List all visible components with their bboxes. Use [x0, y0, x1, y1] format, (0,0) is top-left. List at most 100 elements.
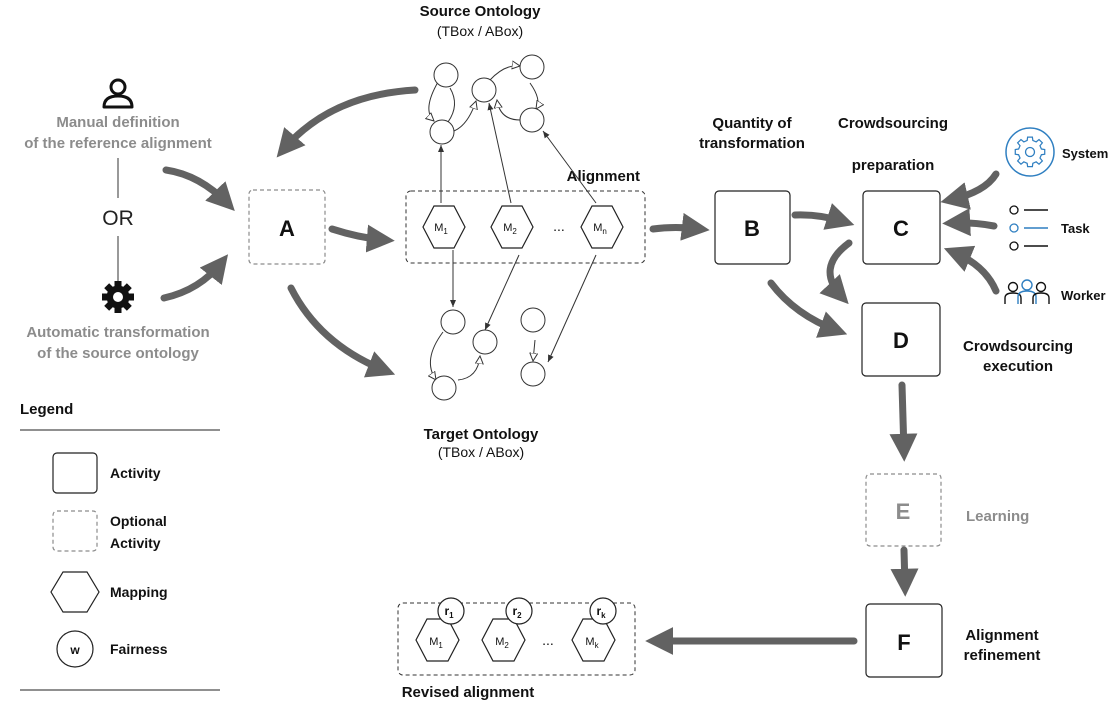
learning-label: Learning: [966, 508, 1029, 525]
crowd-exec-label-line1: Crowdsourcing: [963, 338, 1073, 355]
mapping-m2[interactable]: M2: [490, 205, 534, 249]
arrow-a-to-alignment: [328, 224, 395, 253]
mapping-m1-sub: 1: [443, 227, 448, 236]
source-ontology-graph: [429, 54, 545, 145]
source-node: [433, 62, 459, 88]
target-ontology-title: Target Ontology: [424, 426, 539, 443]
target-ontology-graph: [430, 307, 546, 401]
source-ontology-title: Source Ontology: [420, 3, 542, 20]
legend-mapping-hexagon: [50, 571, 100, 613]
mapping-mn[interactable]: Mn: [580, 205, 624, 249]
crowd-prep-label-line1: Crowdsourcing: [838, 115, 948, 132]
mapping-m2-sub: 2: [512, 227, 517, 236]
revised-m2-sub: 2: [504, 641, 509, 650]
svg-text:M2: M2: [495, 636, 509, 650]
arrow-b-to-d: [767, 279, 848, 338]
target-ontology-subtitle: (TBox / ABox): [438, 444, 524, 460]
svg-text:M1: M1: [434, 222, 448, 236]
activity-e-label: E: [896, 499, 911, 524]
crowd-prep-label-line2: preparation: [852, 157, 935, 174]
revised-m1-sub: 1: [438, 641, 443, 650]
revised-r2-sub: 2: [517, 611, 522, 620]
worker-label: Worker: [1061, 288, 1106, 303]
revised-mk-label: M: [585, 636, 594, 648]
flow-arrows: [160, 86, 1000, 655]
mapping-m1[interactable]: M1: [422, 205, 466, 249]
task-label: Task: [1061, 221, 1090, 236]
arrow-e-to-f: [890, 546, 919, 597]
arrow-source-to-a: [276, 86, 419, 158]
svg-text:M1: M1: [429, 636, 443, 650]
revised-fairness-rk[interactable]: rk: [589, 597, 617, 625]
revised-mk-sub: k: [595, 641, 600, 650]
activity-c-box[interactable]: [862, 190, 941, 265]
worker-group-icon: [1004, 279, 1050, 304]
arrow-worker-to-c: [943, 245, 1000, 295]
legend-optional-activity-box: [52, 510, 98, 552]
refinement-label-line2: refinement: [964, 647, 1041, 664]
revised-r1-label: r: [444, 604, 449, 618]
svg-text:rk: rk: [596, 604, 606, 620]
target-node: [440, 309, 466, 335]
automatic-transformation-line1: Automatic transformation: [26, 324, 209, 341]
revised-fairness-r1[interactable]: r1: [437, 597, 465, 625]
revised-rk-sub: k: [601, 611, 606, 620]
activity-f-label: F: [897, 630, 910, 655]
svg-text:r2: r2: [512, 604, 522, 620]
source-node: [429, 119, 455, 145]
gear-icon: [102, 281, 134, 313]
legend-activity-box: [52, 452, 98, 494]
activity-f-box[interactable]: [865, 603, 943, 678]
activity-b-label: B: [744, 216, 760, 241]
arrow-a-to-target: [287, 284, 396, 378]
activity-b-box[interactable]: [714, 190, 791, 265]
revised-mapping-mk[interactable]: Mk: [571, 618, 616, 662]
person-icon: [102, 78, 134, 109]
activity-a-box[interactable]: [248, 189, 326, 265]
revised-alignment-label: Revised alignment: [402, 684, 535, 701]
legend-fairness-symbol: w: [69, 643, 80, 657]
arrow-auto-to-a: [160, 254, 229, 302]
legend: Legend Activity Optional Activity Mappin…: [20, 401, 220, 691]
mapping-mn-label: M: [593, 222, 602, 234]
legend-activity-label: Activity: [110, 465, 161, 481]
refinement-label-line1: Alignment: [965, 627, 1038, 644]
source-node: [519, 107, 545, 133]
arrow-c-to-d: [819, 239, 853, 305]
legend-mapping-label: Mapping: [110, 584, 168, 600]
system-label: System: [1062, 146, 1108, 161]
mapping-m1-label: M: [434, 222, 443, 234]
revised-rk-label: r: [596, 604, 601, 618]
manual-definition-line1: Manual definition: [56, 114, 179, 131]
manual-definition-line2: of the reference alignment: [24, 135, 212, 152]
mapping-m2-label: M: [503, 222, 512, 234]
activity-c-label: C: [893, 216, 909, 241]
revised-r2-label: r: [512, 604, 517, 618]
target-node: [431, 375, 457, 401]
alignment-container: [405, 190, 646, 264]
svg-text:Mk: Mk: [585, 636, 599, 650]
activity-a-label: A: [279, 216, 295, 241]
revised-r1-sub: 1: [449, 611, 454, 620]
revised-mapping-m2[interactable]: M2: [481, 618, 526, 662]
activity-d-box[interactable]: [861, 302, 941, 377]
mapping-mn-sub: n: [602, 227, 606, 236]
revised-fairness-r2[interactable]: r2: [505, 597, 533, 625]
activity-e-box[interactable]: [865, 473, 942, 547]
alignment-ellipsis: ...: [553, 218, 565, 234]
target-node: [472, 329, 498, 355]
mapping-links: [438, 102, 597, 363]
legend-title: Legend: [20, 401, 73, 418]
revised-m1-label: M: [429, 636, 438, 648]
svg-text:M2: M2: [503, 222, 517, 236]
target-node: [520, 307, 546, 333]
arrow-d-to-e: [889, 381, 918, 462]
source-node: [471, 77, 497, 103]
svg-text:r1: r1: [444, 604, 454, 620]
revised-mapping-m1[interactable]: M1: [415, 618, 460, 662]
system-gear-icon: [1005, 127, 1055, 177]
source-node: [519, 54, 545, 80]
legend-fairness-circle: [56, 630, 94, 668]
